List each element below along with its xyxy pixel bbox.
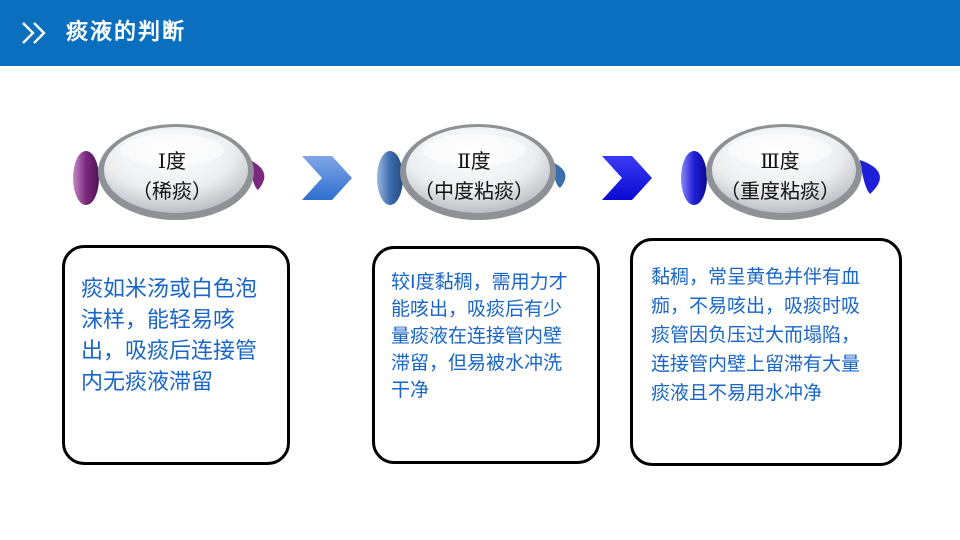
- level-3-description-box: 黏稠，常呈黄色并伴有血痂，不易咳出，吸痰时吸痰管因负压过大而塌陷，连接管内壁上留…: [630, 238, 902, 466]
- level-1-description: 痰如米汤或白色泡沫样，能轻易咳出，吸痰后连接管内无痰液滞留: [81, 277, 258, 395]
- level-1-description-box: 痰如米汤或白色泡沫样，能轻易咳出，吸痰后连接管内无痰液滞留: [62, 245, 290, 465]
- level-2-badge: Ⅱ度 （中度粘痰）: [374, 122, 574, 222]
- level-2-description: 较Ⅰ度黏稠，需用力才能咳出，吸痰后有少量痰液在连接管内壁滞留，但易被水冲洗干净: [391, 271, 568, 401]
- level-3-badge: Ⅲ度 （重度粘痰）: [680, 122, 880, 222]
- level-subtitle: （中度粘痰）: [414, 179, 534, 203]
- level-2-description-box: 较Ⅰ度黏稠，需用力才能咳出，吸痰后有少量痰液在连接管内壁滞留，但易被水冲洗干净: [372, 246, 600, 464]
- level-1-badge: Ⅰ度 （稀痰）: [72, 122, 272, 222]
- chevron-right-icon: [602, 156, 652, 200]
- chevron-right-icon: [302, 156, 352, 200]
- level-subtitle: （重度粘痰）: [720, 179, 840, 203]
- level-3-description: 黏稠，常呈黄色并伴有血痂，不易咳出，吸痰时吸痰管因负压过大而塌陷，连接管内壁上留…: [651, 266, 861, 404]
- page-title: 痰液的判断: [66, 20, 187, 45]
- level-subtitle: （稀痰）: [132, 179, 212, 203]
- level-title: Ⅰ度: [158, 149, 186, 173]
- double-chevron-right-icon: [22, 22, 46, 44]
- level-title: Ⅲ度: [760, 149, 800, 173]
- level-title: Ⅱ度: [457, 149, 491, 173]
- header-bar: 痰液的判断: [0, 0, 960, 66]
